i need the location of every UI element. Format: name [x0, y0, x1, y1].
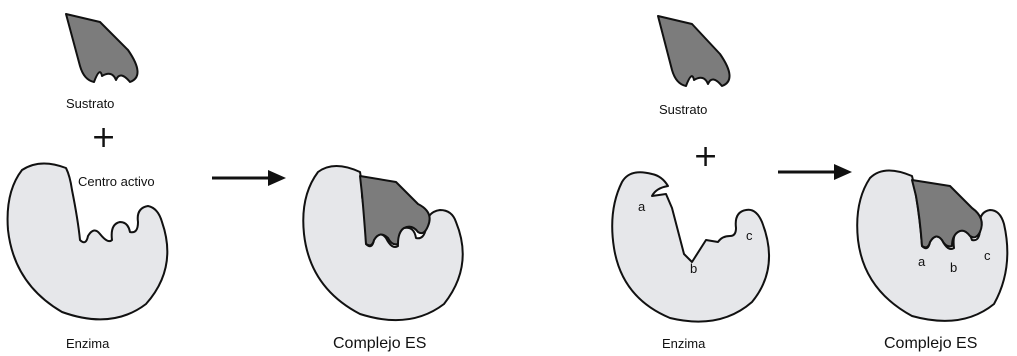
complex-substrate-shape — [912, 180, 982, 247]
enzyme-label: Enzima — [66, 336, 110, 351]
complex-label: Complejo ES — [884, 335, 977, 352]
enzyme-label: Enzima — [662, 336, 706, 351]
plus-sign: + — [91, 120, 116, 155]
left-panel: Sustrato + Centro activo Enzima Complejo… — [8, 14, 463, 352]
complex-site-label-b: b — [950, 260, 957, 275]
substrate-shape — [658, 16, 730, 86]
site-label-b: b — [690, 261, 697, 276]
site-label-c: c — [746, 228, 753, 243]
site-label-a: a — [638, 199, 646, 214]
right-panel: Sustrato + a b c Enzima a b c Complejo E… — [612, 16, 1007, 352]
enzyme-shape — [612, 172, 769, 321]
complex-label: Complejo ES — [333, 335, 426, 352]
arrow-right-icon — [212, 170, 286, 186]
active-site-label: Centro activo — [78, 174, 155, 189]
complex-site-label-a: a — [918, 254, 926, 269]
complex-substrate-shape — [360, 176, 430, 245]
substrate-label: Sustrato — [66, 96, 114, 111]
arrow-right-icon — [778, 164, 852, 180]
complex-site-label-c: c — [984, 248, 991, 263]
substrate-label: Sustrato — [659, 102, 707, 117]
plus-sign: + — [693, 139, 718, 174]
substrate-shape — [66, 14, 138, 82]
